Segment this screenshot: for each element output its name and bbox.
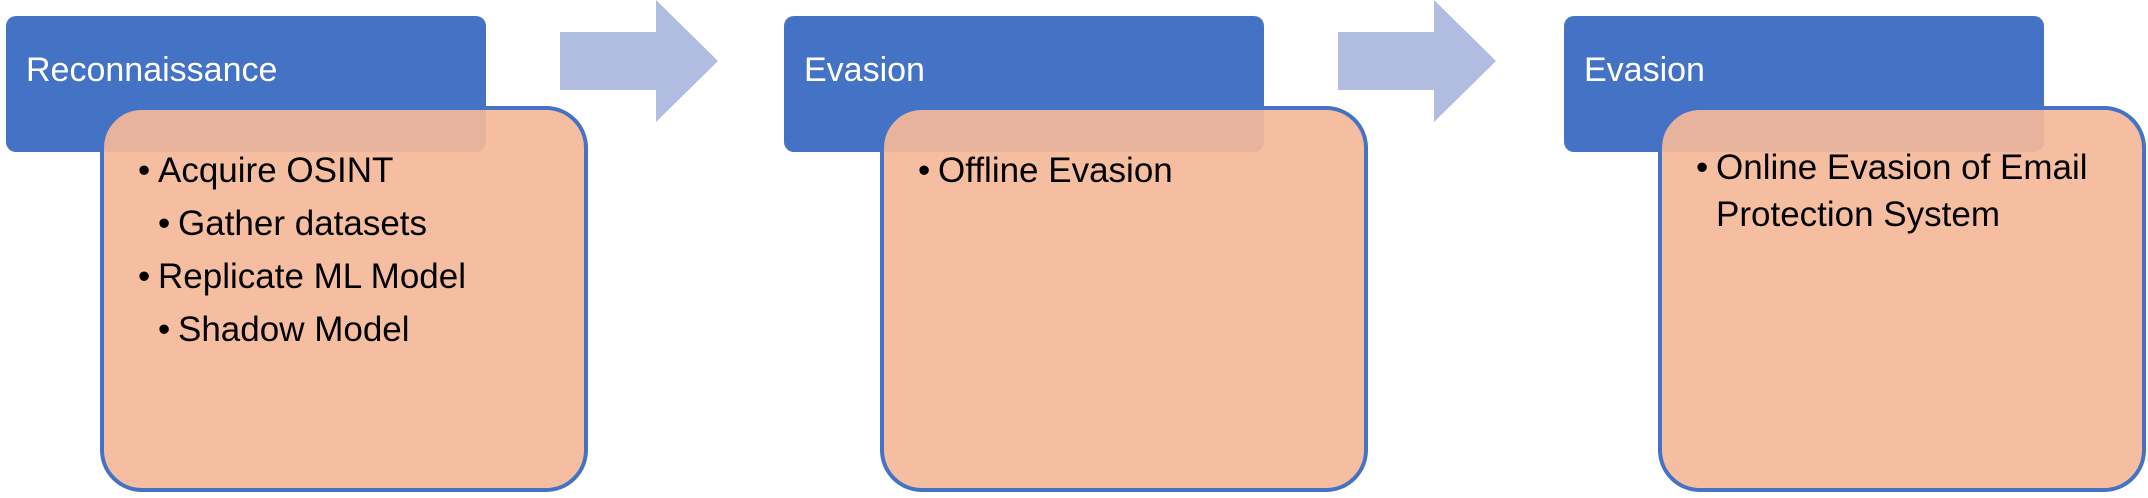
list-item: Acquire OSINT bbox=[138, 144, 564, 197]
list-item: Gather datasets bbox=[158, 197, 564, 250]
list-item: Shadow Model bbox=[158, 303, 564, 356]
list-item: Online Evasion of Email Protection Syste… bbox=[1696, 144, 2122, 238]
stage-2-title: Evasion bbox=[804, 51, 925, 89]
arrow-right-icon bbox=[1338, 0, 1496, 122]
stage-1-box: Acquire OSINT Gather datasets Replicate … bbox=[100, 106, 588, 492]
stage-1-title: Reconnaissance bbox=[26, 51, 278, 89]
stage-3-title: Evasion bbox=[1584, 51, 1705, 89]
stage-2-list: Offline Evasion bbox=[918, 144, 1344, 197]
stage-2-box: Offline Evasion bbox=[880, 106, 1368, 492]
list-item: Offline Evasion bbox=[918, 144, 1344, 197]
arrow-right-icon bbox=[560, 0, 718, 122]
stage-3-box: Online Evasion of Email Protection Syste… bbox=[1658, 106, 2146, 492]
stage-3-list: Online Evasion of Email Protection Syste… bbox=[1696, 144, 2122, 238]
list-item: Replicate ML Model bbox=[138, 250, 564, 303]
stage-1-list: Acquire OSINT Gather datasets Replicate … bbox=[138, 144, 564, 356]
